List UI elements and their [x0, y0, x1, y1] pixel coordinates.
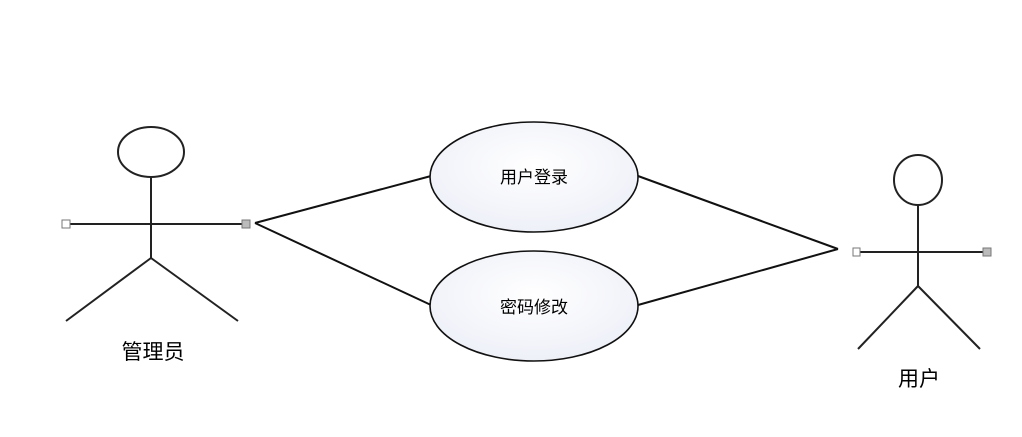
actor-user-left-handle[interactable]	[852, 247, 861, 257]
use-case-change-password-ellipse[interactable]	[429, 250, 639, 362]
actor-admin-left-handle[interactable]	[61, 219, 71, 229]
associations	[254, 175, 839, 306]
actor-admin-left-leg	[65, 257, 152, 322]
actor-admin-right-handle[interactable]	[241, 219, 251, 229]
use-case-login[interactable]: 用户登录	[429, 121, 639, 233]
use-case-change-password[interactable]: 密码修改	[429, 250, 639, 362]
actor-user-left-leg	[857, 285, 919, 350]
association-admin-login[interactable]	[254, 175, 432, 224]
actor-admin-head	[117, 126, 185, 178]
actor-user-label: 用户	[898, 367, 940, 391]
actor-admin-label: 管理员	[122, 340, 185, 364]
actor-admin-right-leg	[150, 257, 239, 322]
actor-user[interactable]: 用户	[852, 154, 992, 391]
actor-admin[interactable]: 管理员	[61, 126, 251, 364]
association-admin-change-password[interactable]	[254, 222, 432, 306]
actor-user-right-handle[interactable]	[982, 247, 992, 257]
actor-user-head	[893, 154, 943, 206]
use-case-change-password-label: 密码修改	[500, 298, 568, 318]
actor-user-right-leg	[917, 285, 981, 350]
association-user-change-password[interactable]	[637, 248, 839, 306]
association-user-login[interactable]	[637, 175, 839, 250]
use-case-login-label: 用户登录	[500, 168, 568, 188]
use-case-login-ellipse[interactable]	[429, 121, 639, 233]
